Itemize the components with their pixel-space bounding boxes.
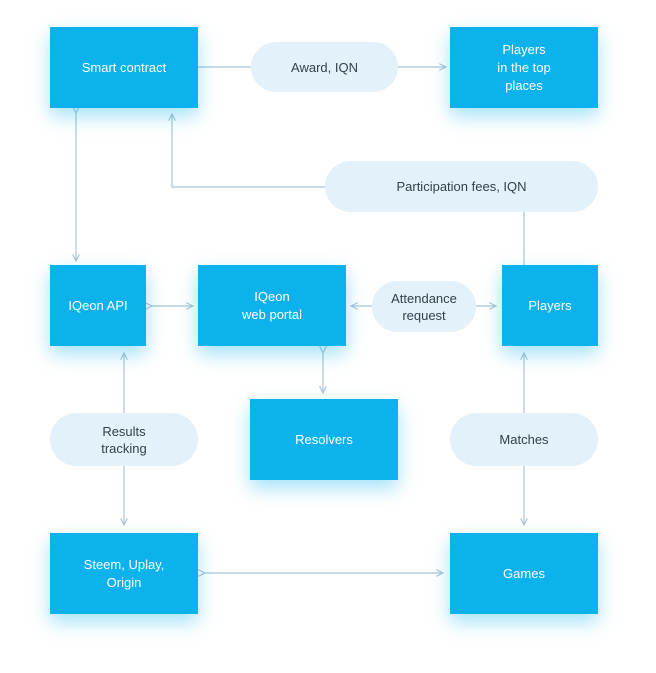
edge-participation-smart-contract bbox=[172, 114, 325, 188]
label-participation-fees: Participation fees, IQN bbox=[325, 161, 598, 212]
label-award-iqn: Award, IQN bbox=[251, 42, 398, 92]
node-web-portal: IQeon web portal bbox=[198, 265, 346, 346]
label-matches: Matches bbox=[450, 413, 598, 466]
node-iqeon-api: IQeon API bbox=[50, 265, 146, 346]
label-results-tracking: Results tracking bbox=[50, 413, 198, 466]
node-smart-contract: Smart contract bbox=[50, 27, 198, 108]
node-players: Players bbox=[502, 265, 598, 346]
node-steem-uplay-origin: Steem, Uplay, Origin bbox=[50, 533, 198, 614]
node-resolvers: Resolvers bbox=[250, 399, 398, 480]
label-attendance-request: Attendance request bbox=[372, 281, 476, 332]
node-players-top-places: Players in the top places bbox=[450, 27, 598, 108]
node-games: Games bbox=[450, 533, 598, 614]
